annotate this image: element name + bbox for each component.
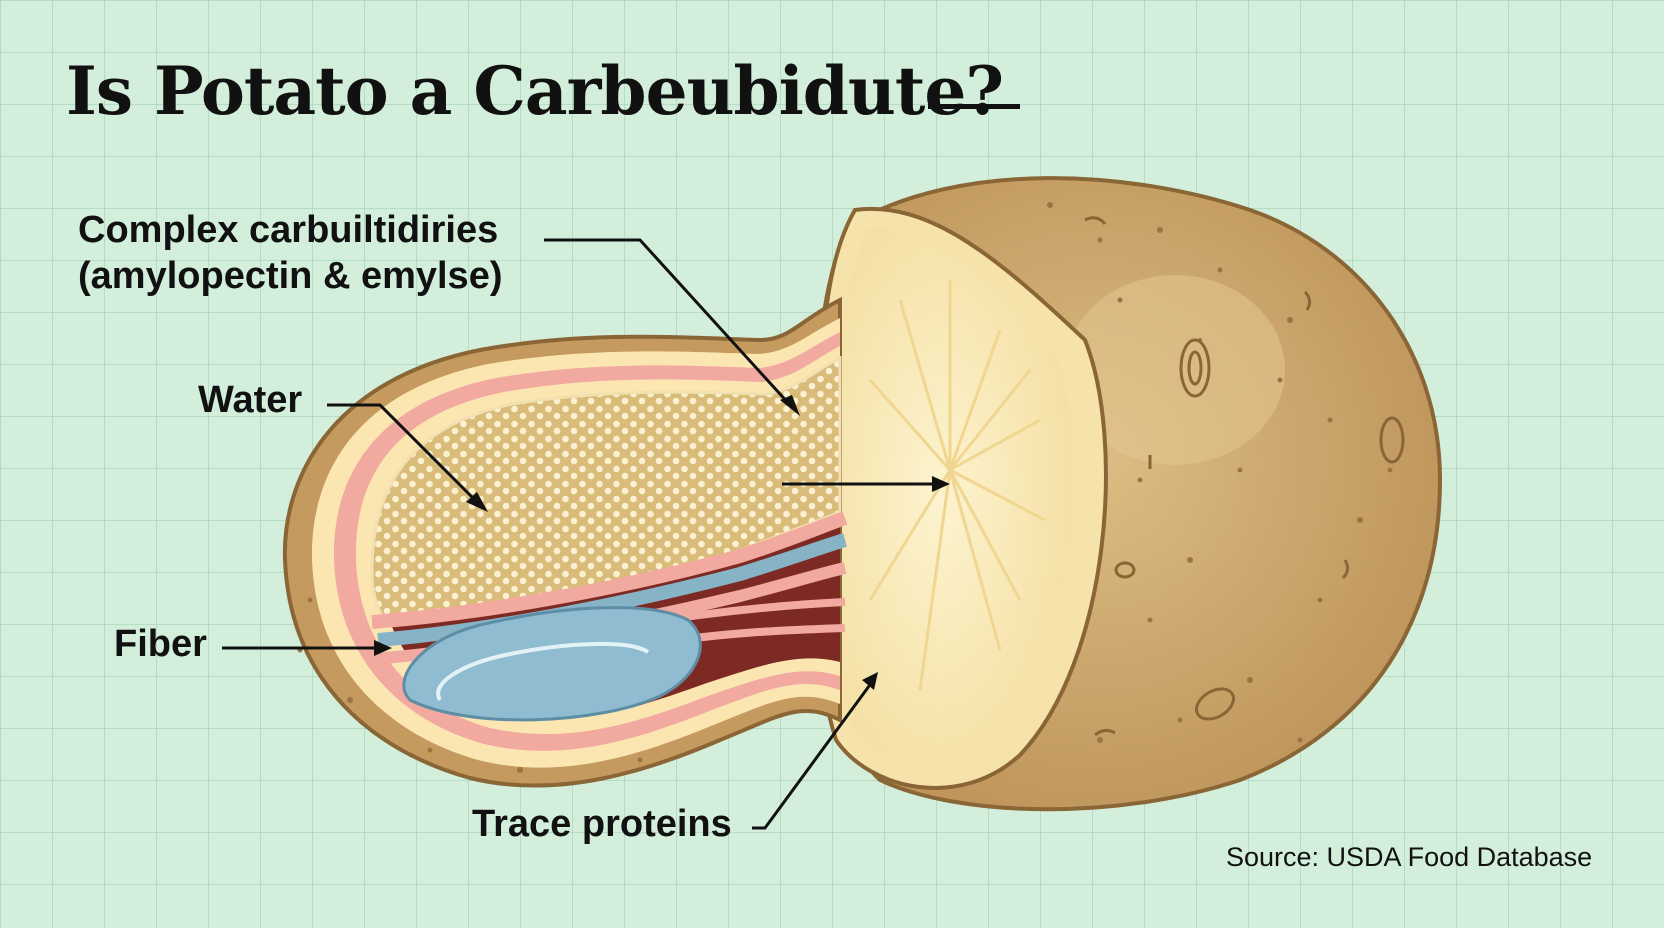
page-title: Is Potato a Carbeubidute? <box>66 52 1004 130</box>
source-note: Source: USDA Food Database <box>1226 842 1593 872</box>
complex-carbohydrates-label: Complex carbuiltidiries (amylopectin & e… <box>78 208 502 299</box>
trace-proteins-arrow <box>752 681 874 830</box>
arrow-heads <box>374 395 950 690</box>
water-arrow <box>327 403 482 507</box>
water-label: Water <box>198 379 303 421</box>
complex-carbohydrates-label-line2: (amylopectin & emylse) <box>78 254 503 297</box>
potato-cut-face <box>807 206 1108 790</box>
leader-arrows <box>222 238 940 830</box>
complex-carbs-arrow <box>544 238 792 407</box>
trace-proteins-label: Trace proteins <box>472 803 732 845</box>
complex-carbohydrates-label-line1: Complex carbuiltidiries <box>78 209 499 251</box>
title-dash <box>928 104 1020 109</box>
fiber-label: Fiber <box>114 623 207 665</box>
potato-tube-section <box>282 296 848 788</box>
